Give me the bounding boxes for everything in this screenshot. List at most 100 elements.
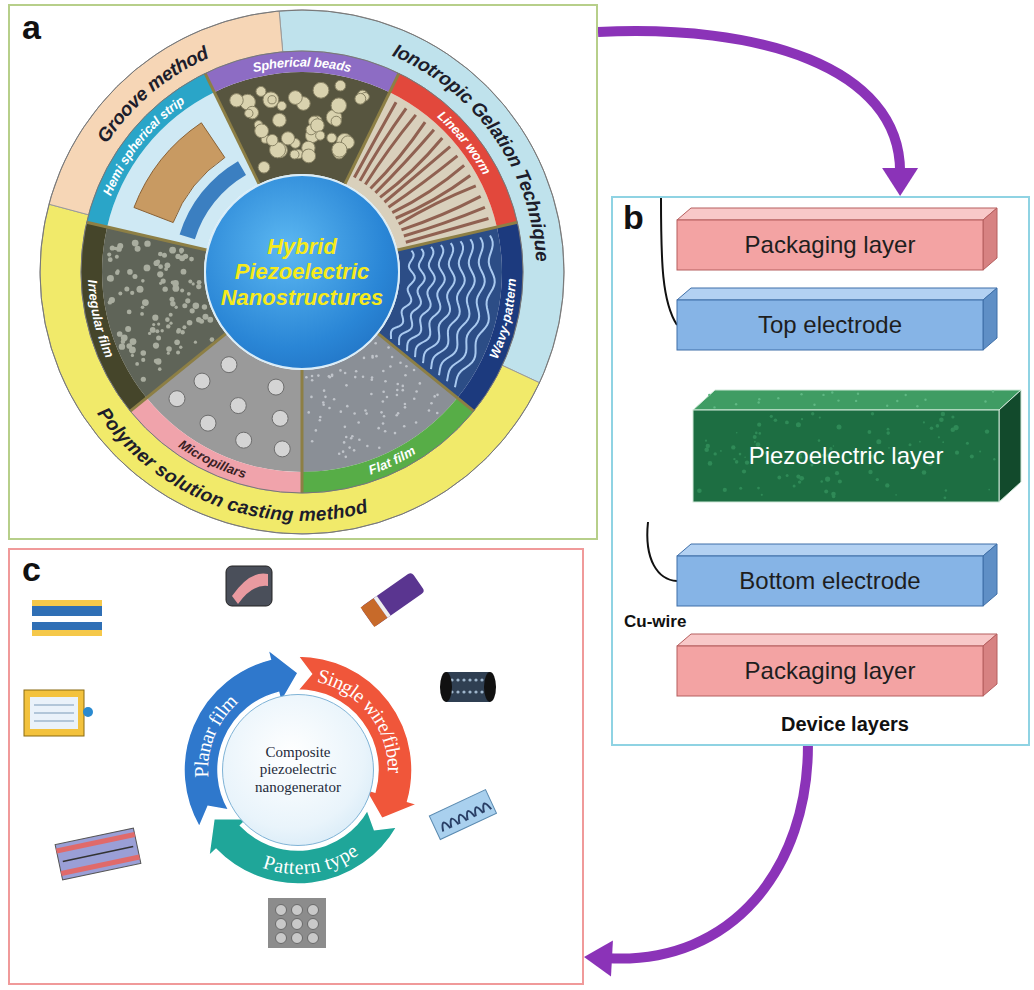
band-label: Hemi spherical strip [99,92,187,197]
texture [871,412,874,415]
thumbnail [456,813,467,824]
thumbnail [32,606,102,616]
label-strip [302,398,474,493]
thumbnail [232,573,268,604]
cu-wire [647,522,677,581]
texture [837,399,839,401]
band-text-layer: Single wire/fiber [309,657,412,781]
device-layer: Packaging layer [677,208,997,270]
texture [731,445,735,449]
texture [733,458,735,460]
panel: cComposite piezoelectric nanogeneratorSi… [8,548,584,985]
center-circle: Hybrid Piezoelectric Nanostructures [204,174,400,370]
texture [761,494,763,496]
texture [857,393,859,395]
texture [755,432,758,435]
band-text-layer: Irregular film [79,269,124,371]
texture [739,487,742,490]
layer-front-face [677,220,983,270]
texture [822,394,824,396]
thumbnail [292,919,303,930]
segment-divider [205,73,259,184]
texture [868,430,872,434]
thumbnail [456,690,459,693]
thumbnail [34,713,74,714]
curved-band: Irregular film [79,269,124,371]
layer-side-face [999,390,1021,502]
panel-letter: b [623,200,644,236]
texture [885,483,889,487]
wire-label: Cu-wire [624,612,686,632]
segment-divider [130,334,226,411]
texture [793,485,796,488]
texture [774,418,778,422]
label-strip [205,51,399,92]
thumbnail [464,809,475,820]
curved-band: Single wire/fiber [309,657,412,781]
device-layer: Bottom electrode [677,544,997,606]
ring-outline [81,51,523,493]
texture [757,423,761,427]
layer-top-face [693,390,1021,410]
texture [988,489,990,491]
texture [735,403,737,405]
texture [813,404,815,406]
texture [939,418,944,423]
curved-band: Hemi spherical strip [92,83,197,208]
texture [944,496,947,499]
thumbnail [361,572,426,627]
curved-band: Polymer solution casting method [83,391,383,531]
panel-caption: Device layers [781,712,909,736]
texture [825,477,830,482]
thumbnail [268,898,326,948]
center-title: Composite piezoelectric nanogenerator [235,744,361,796]
thumbnail [429,790,496,840]
curved-band: Wavy-pattern [479,268,525,373]
band-label: Spherical beads [251,54,353,75]
layer-label: Packaging layer [677,220,983,270]
texture [708,394,710,396]
thumbnail [276,933,287,944]
texture [798,480,801,483]
texture [230,80,369,173]
texture [938,436,940,438]
texture [735,460,739,464]
layer-side-face [983,544,997,606]
ring-outline [40,10,564,534]
device-layer: Top electrode [677,288,997,350]
thumbnail [61,854,140,876]
device-layer: Packaging layer [677,634,997,696]
segment-divider [397,222,517,250]
texture [723,488,727,492]
texture [966,442,969,445]
thumbnail [472,806,483,817]
layer-top-face [677,288,997,300]
texture [855,400,857,402]
thumbnail [361,598,388,627]
label-strip [81,222,147,411]
texture [886,431,890,435]
curved-band: Spherical beads [239,49,365,81]
thumbnail [30,697,78,729]
label-strip [130,398,302,493]
thumbnail [446,672,490,702]
thumbnail [56,832,135,854]
layer-front-face [677,646,983,696]
texture [916,405,918,407]
texture [895,494,897,496]
texture [770,415,773,418]
texture [837,425,842,430]
thumbnail [448,817,459,828]
texture [979,451,981,453]
band-label: Pattern type [261,839,362,878]
band-text-layer: Linear worm [425,98,503,188]
thumbnail [276,919,287,930]
band-label: Single wire/fiber [315,664,406,773]
thumbnail [440,821,451,832]
band-text-layer: Micropillars [165,428,258,489]
texture [697,489,702,494]
thumbnail [462,690,465,693]
texture [758,401,760,403]
texture [818,439,821,442]
texture [824,490,828,494]
